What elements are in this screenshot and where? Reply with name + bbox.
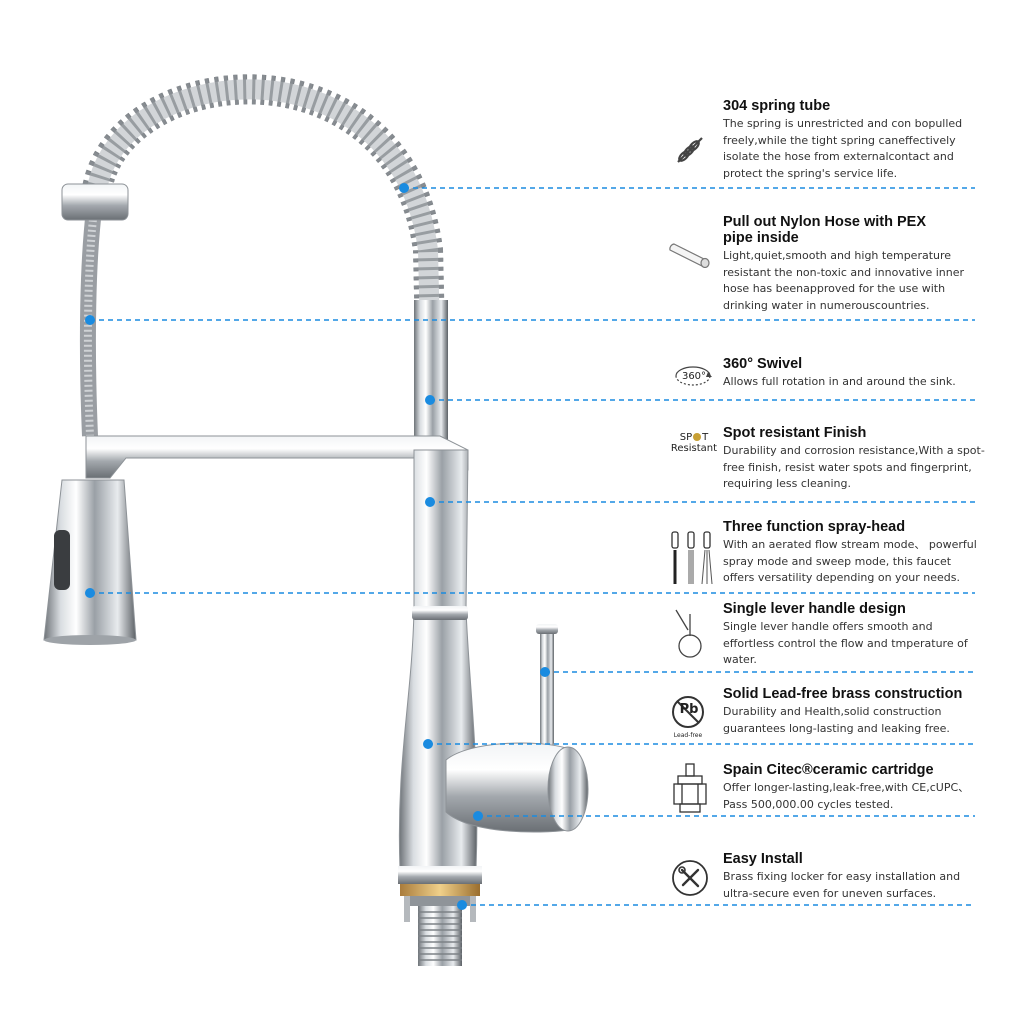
feature-desc: Durability and Health,solid construction…	[723, 705, 950, 735]
feature-desc: Light,quiet,smooth and high temperature …	[723, 249, 965, 312]
feature-desc: With an aerated flow stream mode、 powerf…	[723, 538, 977, 584]
spot-resistant-text-1: SP	[679, 432, 693, 443]
tools-icon	[672, 860, 708, 896]
feature-title: 304 spring tube	[723, 98, 831, 114]
feature-spring-tube: 304 spring tube The spring is unrestrict…	[723, 98, 1013, 182]
feature-desc: Durability and corrosion resistance,With…	[723, 444, 985, 490]
spot-resistant-text-2: T	[702, 432, 709, 443]
lead-free-icon	[672, 696, 704, 728]
feature-desc: Brass fixing locker for easy installatio…	[723, 870, 961, 900]
base-ring	[398, 866, 482, 884]
spray-modes-icon	[671, 531, 713, 585]
feature-desc: Allows full rotation in and around the s…	[723, 375, 956, 388]
feature-lead-free-brass: Solid Lead-free brass construction Durab…	[723, 686, 1013, 737]
upper-column	[414, 300, 448, 450]
swivel-360-icon	[675, 366, 712, 386]
feature-nylon-hose: Pull out Nylon Hose with PEX pipe inside…	[723, 214, 1013, 314]
hose-pipe-icon	[669, 243, 710, 268]
feature-title: Solid Lead-free brass construction	[723, 686, 963, 702]
feature-title: 360° Swivel	[723, 356, 803, 372]
feature-spot-resistant: Spot resistant Finish Durability and cor…	[723, 425, 1013, 493]
feature-swivel: 360° Swivel Allows full rotation in and …	[723, 356, 1013, 391]
swivel-360-label: 360°	[681, 371, 707, 382]
spot-resistant-label: SP T Resistant	[666, 432, 722, 454]
feature-title: Spain Citec®ceramic cartridge	[723, 762, 934, 778]
feature-desc: Offer longer-lasting,leak-free,with CE,c…	[723, 781, 970, 811]
spring-icon	[677, 137, 703, 163]
spot-dot-icon	[693, 433, 702, 441]
feature-desc: Single lever handle offers smooth and ef…	[723, 620, 968, 666]
feature-spray-head: Three function spray-head With an aerate…	[723, 519, 1013, 587]
feature-title: Easy Install	[723, 851, 803, 867]
handle-lever	[540, 628, 554, 748]
feature-title: Pull out Nylon Hose with PEX pipe inside	[723, 214, 927, 246]
lead-free-caption: Lead-free	[673, 732, 703, 739]
feature-desc: The spring is unrestricted and con bopul…	[723, 117, 963, 180]
hose-holder	[61, 183, 129, 221]
feature-title: Spot resistant Finish	[723, 425, 867, 441]
spot-resistant-text-3: Resistant	[670, 443, 718, 454]
feature-title: Single lever handle design	[723, 601, 906, 617]
lever-handle-icon	[675, 609, 702, 658]
feature-easy-install: Easy Install Brass fixing locker for eas…	[723, 851, 1013, 902]
feature-title: Three function spray-head	[723, 519, 906, 535]
feature-lever-handle: Single lever handle design Single lever …	[723, 601, 1013, 669]
callout-lines	[90, 187, 975, 906]
cartridge-icon	[673, 763, 707, 813]
callout-dots	[85, 183, 550, 910]
brass-locker	[400, 884, 480, 896]
lead-free-symbol: Pb	[679, 702, 699, 717]
horizontal-arm	[85, 435, 469, 479]
feature-ceramic-cartridge: Spain Citec®ceramic cartridge Offer long…	[723, 762, 1013, 813]
